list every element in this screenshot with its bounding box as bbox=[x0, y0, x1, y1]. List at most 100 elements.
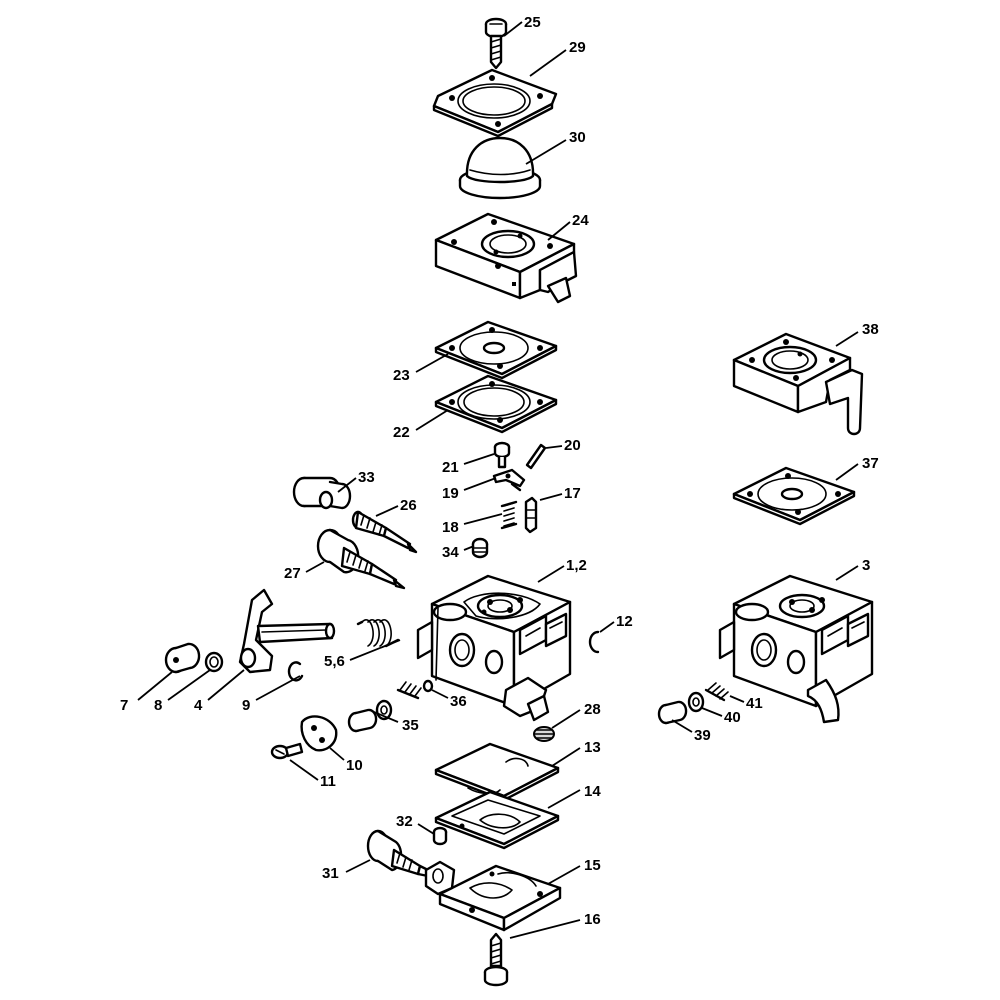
part-26-adjusting-screw bbox=[351, 510, 418, 554]
leader-3 bbox=[835, 565, 859, 581]
callout-11: 11 bbox=[320, 773, 336, 790]
leader-37 bbox=[835, 463, 859, 481]
part-27-adjusting-screw bbox=[316, 528, 406, 590]
callout-20: 20 bbox=[564, 437, 581, 454]
part-12-clip bbox=[588, 630, 600, 654]
leader-8 bbox=[167, 669, 211, 701]
part-4-throttle-lever bbox=[238, 588, 336, 674]
part-30-primer-bulb bbox=[458, 136, 542, 200]
leader-36 bbox=[431, 689, 449, 699]
callout-9: 9 bbox=[242, 697, 250, 714]
callout-33: 33 bbox=[358, 469, 375, 486]
callout-28: 28 bbox=[584, 701, 601, 718]
callout-3: 3 bbox=[862, 557, 870, 574]
leader-34 bbox=[463, 545, 475, 551]
callout-13: 13 bbox=[584, 739, 601, 756]
leader-16 bbox=[509, 919, 581, 939]
leader-39 bbox=[671, 719, 693, 733]
leader-26 bbox=[375, 505, 399, 517]
leader-13 bbox=[551, 747, 581, 767]
callout-27: 27 bbox=[284, 565, 301, 582]
callout-12: 12 bbox=[616, 613, 633, 630]
leader-4 bbox=[207, 669, 245, 701]
part-39-plug bbox=[657, 700, 688, 725]
part-22-gasket bbox=[434, 374, 558, 434]
part-8-washer bbox=[204, 651, 224, 673]
part-7-nut bbox=[164, 642, 201, 674]
part-16-screw bbox=[483, 932, 509, 987]
callout-26: 26 bbox=[400, 497, 417, 514]
leader-17 bbox=[539, 493, 563, 501]
part-28-screen bbox=[533, 726, 555, 742]
part-18-spring bbox=[500, 500, 518, 530]
part-41-spring bbox=[704, 682, 729, 702]
leader-21 bbox=[463, 453, 495, 465]
callout-8: 8 bbox=[154, 697, 162, 714]
leader-18 bbox=[463, 513, 503, 525]
callout-35: 35 bbox=[402, 717, 419, 734]
leader-7 bbox=[137, 671, 173, 701]
part-20-pin bbox=[525, 443, 547, 470]
callout-41: 41 bbox=[746, 695, 763, 712]
callout-21: 21 bbox=[442, 459, 459, 476]
callout-24: 24 bbox=[572, 212, 589, 229]
callout-29: 29 bbox=[569, 39, 586, 56]
leader-41 bbox=[729, 695, 745, 703]
part-15-metering-cover bbox=[424, 860, 562, 932]
callout-18: 18 bbox=[442, 519, 459, 536]
part-32-pin bbox=[432, 826, 448, 846]
part-37-pump-diaphragm bbox=[732, 466, 856, 526]
callout-10: 10 bbox=[346, 757, 363, 774]
callout-5-6: 5,6 bbox=[324, 653, 345, 670]
callout-17: 17 bbox=[564, 485, 581, 502]
leader-14 bbox=[547, 789, 581, 809]
leader-15 bbox=[547, 865, 581, 885]
leader-20 bbox=[545, 445, 563, 449]
part-33-limiter-cap bbox=[292, 476, 352, 510]
part-19-lever bbox=[492, 468, 526, 492]
callout-32: 32 bbox=[396, 813, 413, 830]
part-24-pump-cover bbox=[434, 212, 578, 304]
leader-1-2 bbox=[537, 565, 565, 583]
callout-22: 22 bbox=[393, 424, 410, 441]
leader-29 bbox=[529, 49, 567, 77]
part-13-metering-diaphragm bbox=[434, 742, 560, 802]
part-14-gasket bbox=[434, 790, 560, 850]
callout-1-2: 1,2 bbox=[566, 557, 587, 574]
leader-19 bbox=[463, 477, 497, 491]
callout-19: 19 bbox=[442, 485, 459, 502]
leader-35 bbox=[373, 711, 399, 723]
part-3-carburetor-body bbox=[718, 574, 874, 724]
callout-labels: 25 29 30 24 23 22 21 20 19 17 18 34 33 2… bbox=[120, 14, 879, 928]
part-36-spring-washer bbox=[396, 679, 434, 700]
part-29-cover-plate bbox=[432, 68, 558, 138]
callout-30: 30 bbox=[569, 129, 586, 146]
callout-37: 37 bbox=[862, 455, 879, 472]
callout-38: 38 bbox=[862, 321, 879, 338]
part-31-adjusting-screw bbox=[366, 829, 434, 878]
leader-38 bbox=[835, 331, 859, 347]
part-25-screw bbox=[484, 17, 508, 70]
callout-25: 25 bbox=[524, 14, 541, 31]
callout-14: 14 bbox=[584, 783, 601, 800]
leader-27 bbox=[305, 561, 325, 573]
part-10-plate bbox=[300, 715, 338, 752]
leader-40 bbox=[701, 707, 723, 717]
part-1-2-carburetor-body bbox=[416, 574, 572, 722]
leader-11 bbox=[289, 759, 319, 781]
part-23-pump-diaphragm bbox=[434, 320, 558, 380]
callout-16: 16 bbox=[584, 911, 601, 928]
part-38-pump-cover bbox=[732, 332, 864, 436]
leader-24 bbox=[547, 221, 571, 241]
leader-25 bbox=[503, 21, 523, 37]
leader-lines bbox=[137, 21, 859, 939]
leader-23 bbox=[415, 353, 449, 373]
leader-9 bbox=[255, 675, 301, 701]
callout-39: 39 bbox=[694, 727, 711, 744]
leader-5-6 bbox=[349, 639, 401, 661]
leader-10 bbox=[329, 747, 345, 761]
callout-40: 40 bbox=[724, 709, 741, 726]
part-17-inlet-needle bbox=[524, 496, 538, 534]
callout-23: 23 bbox=[393, 367, 410, 384]
